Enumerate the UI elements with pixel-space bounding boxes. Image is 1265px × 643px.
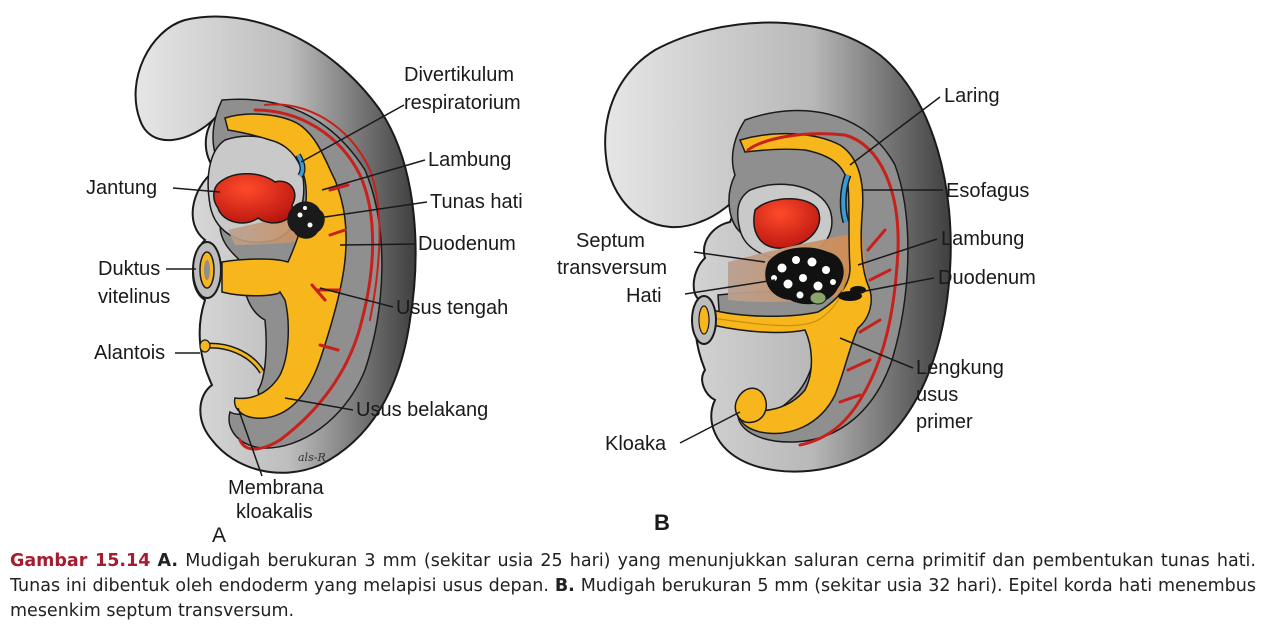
gut-tube-b	[711, 132, 872, 435]
label-lengkung-2: usus	[916, 384, 958, 406]
labels-b: Laring Esofagus Septum transversum Hati …	[557, 85, 1036, 535]
caption-b-text: Mudigah berukuran 5 mm (sekitar usia 32 …	[10, 576, 1256, 621]
label-hati: Hati	[626, 285, 662, 307]
label-divertikulum-1: Divertikulum	[404, 64, 514, 86]
label-duodenum-b: Duodenum	[938, 267, 1036, 289]
label-lengkung-3: primer	[916, 411, 973, 433]
label-laring: Laring	[944, 85, 1000, 107]
gut-tube-a	[221, 113, 347, 419]
panel-label-a: A	[212, 524, 226, 545]
label-lengkung-1: Lengkung	[916, 357, 1004, 379]
leader-lines-b	[679, 96, 943, 444]
label-usus-tengah: Usus tengah	[396, 297, 508, 319]
embryo-b	[604, 21, 952, 473]
vessels-b	[746, 132, 900, 447]
label-esofagus: Esofagus	[946, 180, 1029, 202]
caption-a-text: Mudigah berukuran 3 mm (sekitar usia 25 …	[10, 551, 1256, 596]
label-tunas-hati: Tunas hati	[430, 191, 523, 213]
label-alantois: Alantois	[94, 342, 165, 364]
liver-bud-a	[287, 201, 325, 239]
label-duktus-2: vitelinus	[98, 286, 170, 308]
label-lambung-b: Lambung	[941, 228, 1024, 250]
label-jantung: Jantung	[86, 177, 157, 199]
label-membrana-2: kloakalis	[236, 501, 313, 523]
liver-b	[765, 247, 844, 305]
label-lambung-a: Lambung	[428, 149, 511, 171]
heart-a	[213, 173, 296, 224]
heart-b	[753, 198, 821, 249]
labels-a: Divertikulum respiratorium Lambung Jantu…	[86, 64, 523, 545]
label-membrana-1: Membrana	[228, 477, 324, 499]
vitelline-duct	[192, 241, 222, 299]
label-divertikulum-2: respiratorium	[404, 92, 521, 114]
cloaca-b	[734, 387, 767, 424]
label-kloaka: Kloaka	[605, 433, 667, 455]
figure-number: Gambar 15.14	[10, 551, 151, 571]
panel-label-b: B	[654, 510, 670, 535]
leader-lines-a	[166, 104, 428, 477]
label-septum-1: Septum	[576, 230, 645, 252]
caption-a-label: A.	[157, 551, 179, 571]
figure-caption: Gambar 15.14 A. Mudigah berukuran 3 mm (…	[10, 549, 1256, 624]
embryo-figure: als-R Divertikulum respiratorium Lambung…	[86, 15, 1036, 545]
label-duktus-1: Duktus	[98, 258, 160, 280]
embryo-a: als-R	[134, 15, 417, 474]
gallbladder-b	[809, 291, 827, 305]
label-septum-2: transversum	[557, 257, 667, 279]
dorsal-aorta-a	[238, 103, 381, 451]
caption-b-label: B.	[554, 576, 575, 596]
label-duodenum-a: Duodenum	[418, 233, 516, 255]
cut-tube-b	[691, 295, 717, 345]
label-usus-belakang: Usus belakang	[356, 399, 488, 421]
artist-signature: als-R	[298, 451, 326, 464]
allantois	[199, 339, 265, 374]
